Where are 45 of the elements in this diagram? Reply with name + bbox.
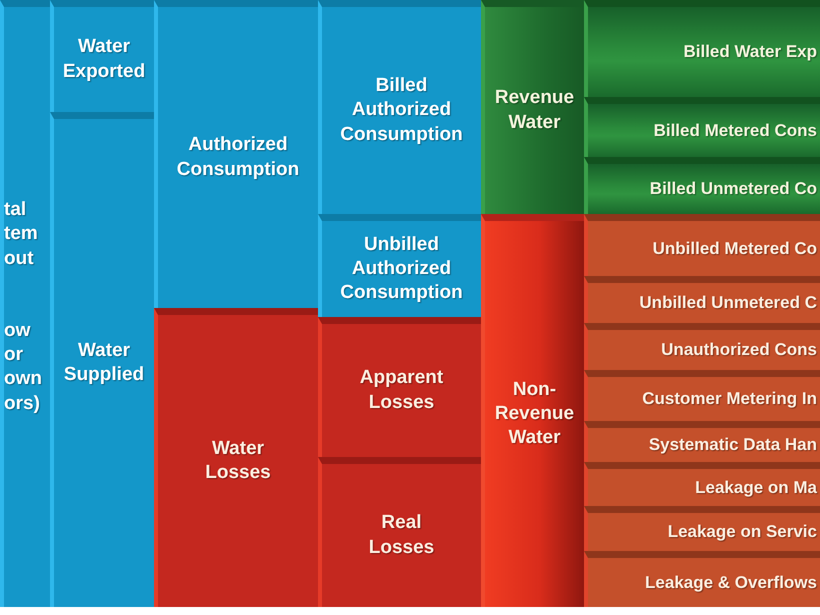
balance-block	[50, 0, 154, 112]
balance-block	[0, 0, 50, 607]
balance-block	[481, 214, 584, 607]
block-label: Water Losses	[205, 436, 271, 485]
block-label: Non-Revenue Water	[494, 378, 574, 450]
block-label: Authorized Consumption	[176, 133, 300, 182]
component-row	[584, 97, 820, 157]
block-label: Unbilled Unmetered C	[639, 292, 817, 314]
balance-block	[318, 214, 481, 317]
block-label: Revenue Water	[494, 86, 574, 134]
balance-block	[318, 317, 481, 457]
balance-block	[318, 0, 481, 214]
component-row	[584, 551, 820, 607]
block-label: Customer Metering In	[642, 388, 817, 410]
block-label: Billed Unmetered Co	[650, 178, 817, 200]
block-label: Real Losses	[368, 511, 434, 560]
component-row	[584, 276, 820, 323]
block-label: Apparent Losses	[360, 366, 444, 414]
component-row	[584, 462, 820, 506]
block-label: Systematic Data Han	[648, 434, 817, 456]
block-label: Billed Water Exp	[683, 41, 817, 63]
balance-block	[154, 0, 318, 308]
block-label: Water Exported	[62, 35, 146, 84]
block-label: ow or own ors)	[4, 318, 42, 416]
component-row	[584, 323, 820, 370]
balance-block	[50, 112, 154, 607]
component-row	[584, 506, 820, 551]
block-label: Water Supplied	[64, 338, 144, 387]
block-label: Leakage & Overflows	[645, 572, 817, 594]
component-row	[584, 0, 820, 97]
balance-block	[154, 308, 318, 607]
component-row	[584, 370, 820, 421]
block-label: Unauthorized Cons	[661, 339, 817, 361]
block-label: Leakage on Servic	[668, 521, 817, 543]
block-label: Unbilled Metered Co	[652, 238, 817, 260]
block-label: Billed Authorized Consumption	[340, 74, 463, 147]
block-label: tal tem out	[4, 198, 38, 271]
block-label: Unbilled Authorized Consumption	[340, 232, 463, 306]
component-row	[584, 157, 820, 214]
component-row	[584, 421, 820, 462]
block-label: Billed Metered Cons	[654, 120, 817, 142]
balance-block	[318, 457, 481, 607]
block-label: Leakage on Ma	[695, 476, 817, 498]
component-row	[584, 214, 820, 276]
balance-block	[481, 0, 584, 214]
